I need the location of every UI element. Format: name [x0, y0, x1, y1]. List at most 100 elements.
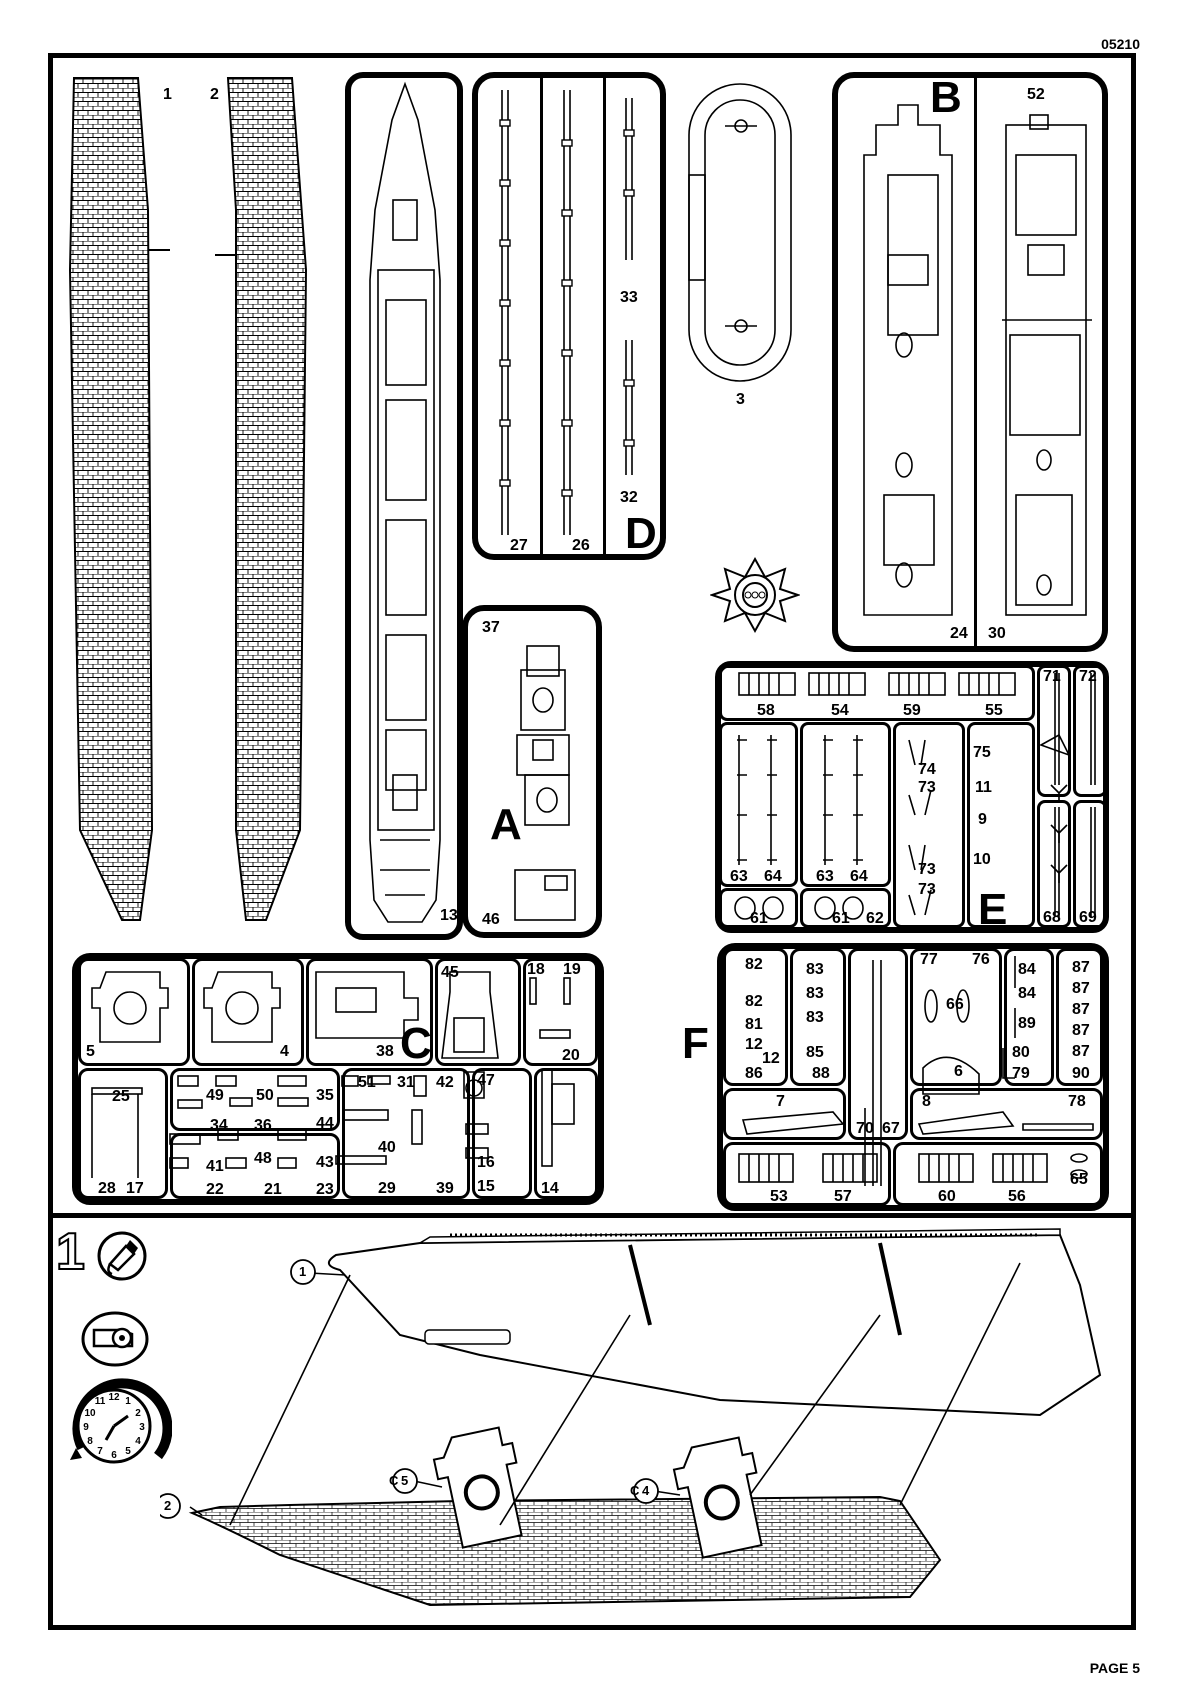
part-number-a-46: 46: [482, 911, 500, 928]
lifebuoy-decal: [710, 556, 800, 634]
part-number-e-62: 62: [866, 910, 884, 927]
part-number-e-55: 55: [985, 702, 1003, 719]
part-number-c-41: 41: [206, 1158, 224, 1175]
svg-text:6: 6: [111, 1450, 117, 1461]
hull-half-2-outside: [188, 1495, 942, 1607]
part-number-f-87d: 87: [1072, 1022, 1090, 1039]
part-number-f-78: 78: [1068, 1093, 1086, 1110]
part-number-f-67: 67: [882, 1120, 900, 1137]
part-number-f-60: 60: [938, 1188, 956, 1205]
part-number-c-36: 36: [254, 1117, 272, 1134]
svg-text:8: 8: [87, 1436, 93, 1447]
part-number-c-50: 50: [256, 1087, 274, 1104]
part-number-f-6: 6: [954, 1063, 963, 1080]
part-number-e-61b: 61: [832, 910, 850, 927]
part-number-e-74: 74: [918, 761, 936, 778]
callout-hull-2: 2: [164, 1498, 172, 1513]
part-number-e-73a: 73: [918, 779, 936, 796]
part-number-hull-left: 1: [163, 86, 172, 103]
sprue-a-letter: A: [490, 800, 522, 849]
part-number-e-64a: 64: [764, 868, 782, 885]
part-number-e-63b: 63: [816, 868, 834, 885]
bulkhead-5: [432, 1426, 523, 1549]
part-number-c-22: 22: [206, 1181, 224, 1198]
part-number-f-12b: 12: [762, 1050, 780, 1067]
part-number-f-87a: 87: [1072, 959, 1090, 976]
sprue-f-letter: F: [682, 1019, 709, 1068]
part-number-c-19: 19: [563, 961, 581, 978]
part-number-c-23: 23: [316, 1181, 334, 1198]
part-number-f-57: 57: [834, 1188, 852, 1205]
sprue-a-frame: [462, 605, 602, 938]
part-number-f-82b: 82: [745, 993, 763, 1010]
part-number-e-72: 72: [1079, 668, 1097, 685]
part-number-oval: 3: [736, 391, 745, 408]
svg-text:11: 11: [95, 1396, 106, 1407]
part-number-c-47: 47: [477, 1072, 495, 1089]
svg-text:10: 10: [84, 1408, 96, 1419]
part-number-d-26: 26: [572, 537, 590, 554]
glue-icon: [97, 1231, 147, 1281]
svg-text:5: 5: [125, 1446, 131, 1457]
part-number-d-32: 32: [620, 489, 638, 506]
part-number-deck: 13: [440, 907, 458, 924]
part-number-d-27: 27: [510, 537, 528, 554]
part-number-f-70: 70: [856, 1120, 874, 1137]
sprue-d-rails: [499, 90, 635, 535]
part-number-d-33: 33: [620, 289, 638, 306]
part-number-c-48: 48: [254, 1150, 272, 1167]
part-number-f-88: 88: [812, 1065, 830, 1082]
part-number-c-40: 40: [378, 1139, 396, 1156]
part-number-f-84b: 84: [1018, 985, 1036, 1002]
hull-halves-sprue: [68, 77, 308, 921]
part-number-c-31: 31: [397, 1074, 415, 1091]
part-number-e-61a: 61: [750, 910, 768, 927]
callout-sprue-c-a: C: [389, 1473, 399, 1488]
part-number-f-85: 85: [806, 1044, 824, 1061]
sprue-f-parts: [738, 956, 1094, 1186]
part-number-c-44: 44: [316, 1115, 334, 1132]
part-number-c-35: 35: [316, 1087, 334, 1104]
document-code: 05210: [1101, 36, 1140, 52]
part-number-c-28: 28: [98, 1180, 116, 1197]
part-number-b-30: 30: [988, 625, 1006, 642]
svg-text:2: 2: [135, 1408, 141, 1419]
hull-half-left: [68, 77, 154, 921]
sprue-e-parts: [734, 672, 1096, 920]
sprue-e-letter: E: [978, 885, 1008, 934]
svg-text:7: 7: [97, 1446, 103, 1457]
sprue-c-parts: [91, 971, 575, 1178]
part-number-c-16: 16: [477, 1154, 495, 1171]
part-number-c-18: 18: [527, 961, 545, 978]
part-number-f-90: 90: [1072, 1065, 1090, 1082]
sprue-d-frame: [472, 72, 666, 560]
part-number-f-87c: 87: [1072, 1001, 1090, 1018]
part-number-f-89: 89: [1018, 1015, 1036, 1032]
part-number-c-15: 15: [477, 1178, 495, 1195]
part-number-c-29: 29: [378, 1180, 396, 1197]
part-number-e-64b: 64: [850, 868, 868, 885]
svg-text:12: 12: [108, 1392, 120, 1403]
part-number-f-86: 86: [745, 1065, 763, 1082]
part-number-f-82a: 82: [745, 956, 763, 973]
instruction-sheet-frame: [48, 53, 1136, 1630]
part-number-e-75: 75: [973, 744, 991, 761]
part-number-e-54: 54: [831, 702, 849, 719]
sprue-b-frame: [832, 72, 1108, 652]
sprue-b-letter: B: [930, 73, 962, 122]
part-number-e-58: 58: [757, 702, 775, 719]
part-number-c-25: 25: [112, 1088, 130, 1105]
step-1-assembly: [160, 1228, 1102, 1607]
page-number: PAGE 5: [1089, 1660, 1140, 1676]
part-number-f-83b: 83: [806, 985, 824, 1002]
part-number-e-59: 59: [903, 702, 921, 719]
svg-text:9: 9: [83, 1422, 89, 1433]
part-number-f-76: 76: [972, 951, 990, 968]
part-number-c-20: 20: [562, 1047, 580, 1064]
part-number-c-34: 34: [210, 1117, 228, 1134]
part-number-f-87e: 87: [1072, 1043, 1090, 1060]
part-number-e-73c: 73: [918, 881, 936, 898]
part-number-f-77: 77: [920, 951, 938, 968]
part-number-c-4: 4: [280, 1043, 289, 1060]
